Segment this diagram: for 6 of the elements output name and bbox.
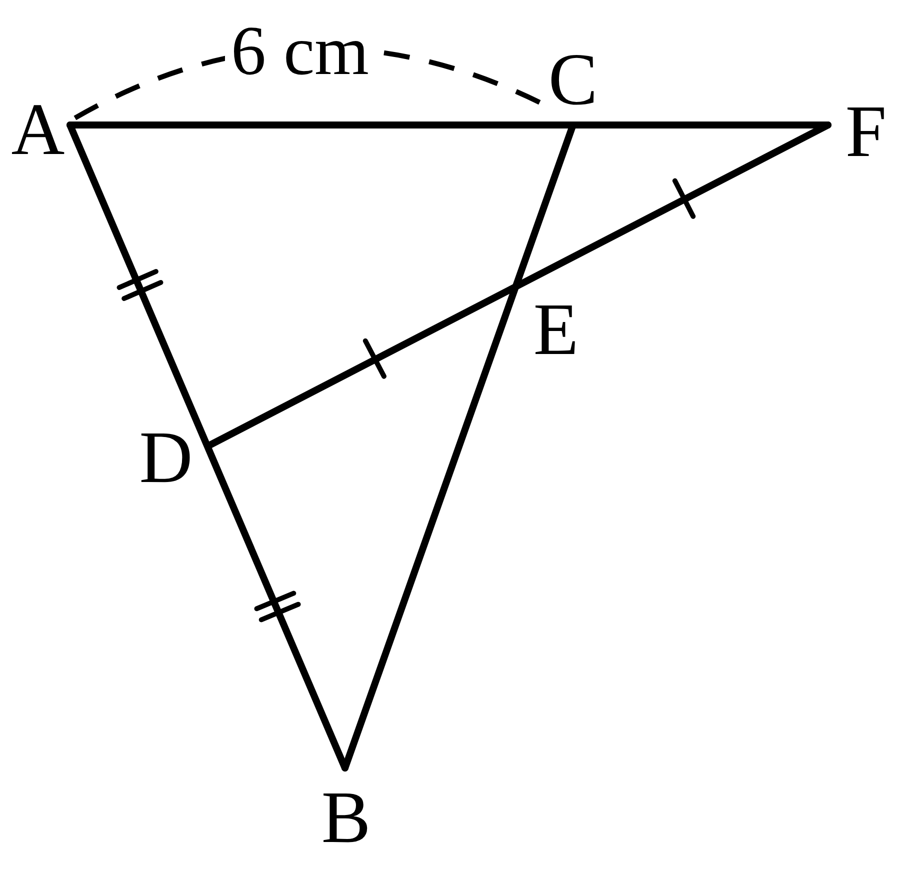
vertex-label: A: [11, 93, 65, 167]
vertex-label: F: [845, 95, 887, 169]
vertex-label: C: [548, 43, 598, 117]
vertex-label: E: [533, 293, 579, 367]
vertex-label: D: [139, 421, 193, 495]
vertex-label: B: [321, 781, 371, 855]
